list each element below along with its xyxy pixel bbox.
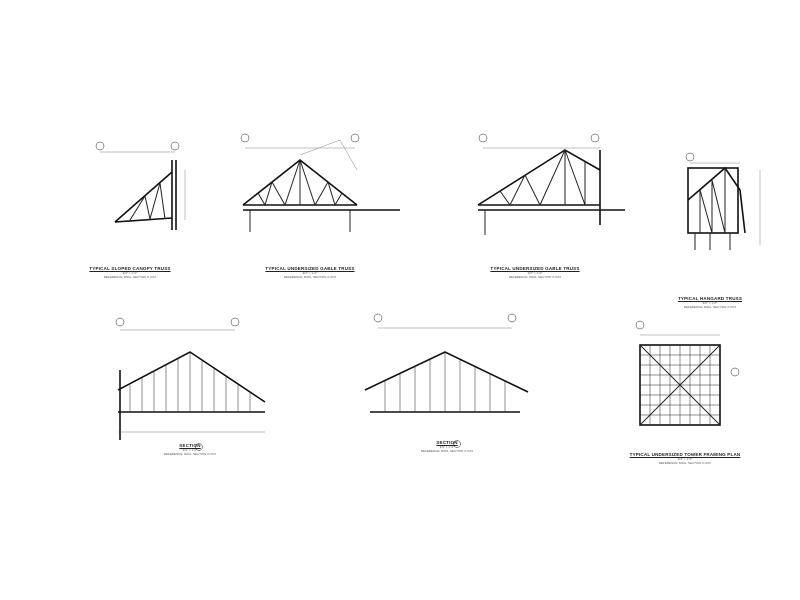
detail-reference: REFERENCE: DWG. SECTION X-XXX [683,305,737,309]
section-drawing-2 [364,313,529,448]
detail-title: TYPICAL UNDERSIZED GABLE TRUSS [265,266,355,271]
section-drawing-1 [115,317,266,451]
detail-title: TYPICAL UNDERSIZED TOWER FRAMING PLAN [629,452,741,457]
gable-truss-drawing-1 [240,133,400,232]
detail-scale: 3/4" = 1'-0" [677,457,693,461]
detail-caption-3: TYPICAL UNDERSIZED GABLE TRUSS 3/4" = 1'… [465,266,605,279]
detail-scale: 3/4" = 1'-0" [702,301,718,305]
detail-scale: 3/4" = 1'-0" [527,271,543,275]
detail-caption-4: TYPICAL HANGARD TRUSS 3/4" = 1'-0" REFER… [650,296,770,309]
sloped-canopy-truss-drawing [95,141,186,230]
detail-reference: REFERENCE: DWG. SECTION X-XXX [508,275,562,279]
detail-title: TYPICAL UNDERSIZED GABLE TRUSS [490,266,580,271]
detail-title: TYPICAL HANGARD TRUSS [677,296,743,301]
detail-reference: REFERENCE: DWG. SECTION X-XXX [283,275,337,279]
detail-caption-7: TYPICAL UNDERSIZED TOWER FRAMING PLAN 3/… [610,452,760,465]
detail-scale: 3/4" = 1'-0" [302,271,318,275]
detail-title: SECTION [436,440,458,445]
detail-scale: 3/4" = 1'-0" [439,445,455,449]
detail-scale: 3/4" = 1'-0" [122,271,138,275]
detail-title: SECTION [179,443,201,448]
detail-caption-6: SECTION 3/4" = 1'-0" REFERENCE: DWG. SEC… [397,440,497,453]
detail-caption-1: TYPICAL SLOPED CANOPY TRUSS 3/4" = 1'-0"… [60,266,200,279]
detail-scale: 3/4" = 1'-0" [182,448,198,452]
detail-reference: REFERENCE: DWG. SECTION X-XXX [103,275,157,279]
tower-framing-plan-drawing [635,320,740,426]
detail-caption-5: SECTION 3/4" = 1'-0" REFERENCE: DWG. SEC… [140,443,240,456]
gable-truss-drawing-2 [477,133,625,235]
detail-title: TYPICAL SLOPED CANOPY TRUSS [89,266,171,271]
detail-caption-2: TYPICAL UNDERSIZED GABLE TRUSS 3/4" = 1'… [240,266,380,279]
detail-reference: REFERENCE: DWG. SECTION X-XXX [420,449,474,453]
detail-reference: REFERENCE: DWG. SECTION X-XXX [163,452,217,456]
hangard-truss-drawing [685,152,761,250]
detail-reference: REFERENCE: DWG. SECTION X-XXX [658,461,712,465]
